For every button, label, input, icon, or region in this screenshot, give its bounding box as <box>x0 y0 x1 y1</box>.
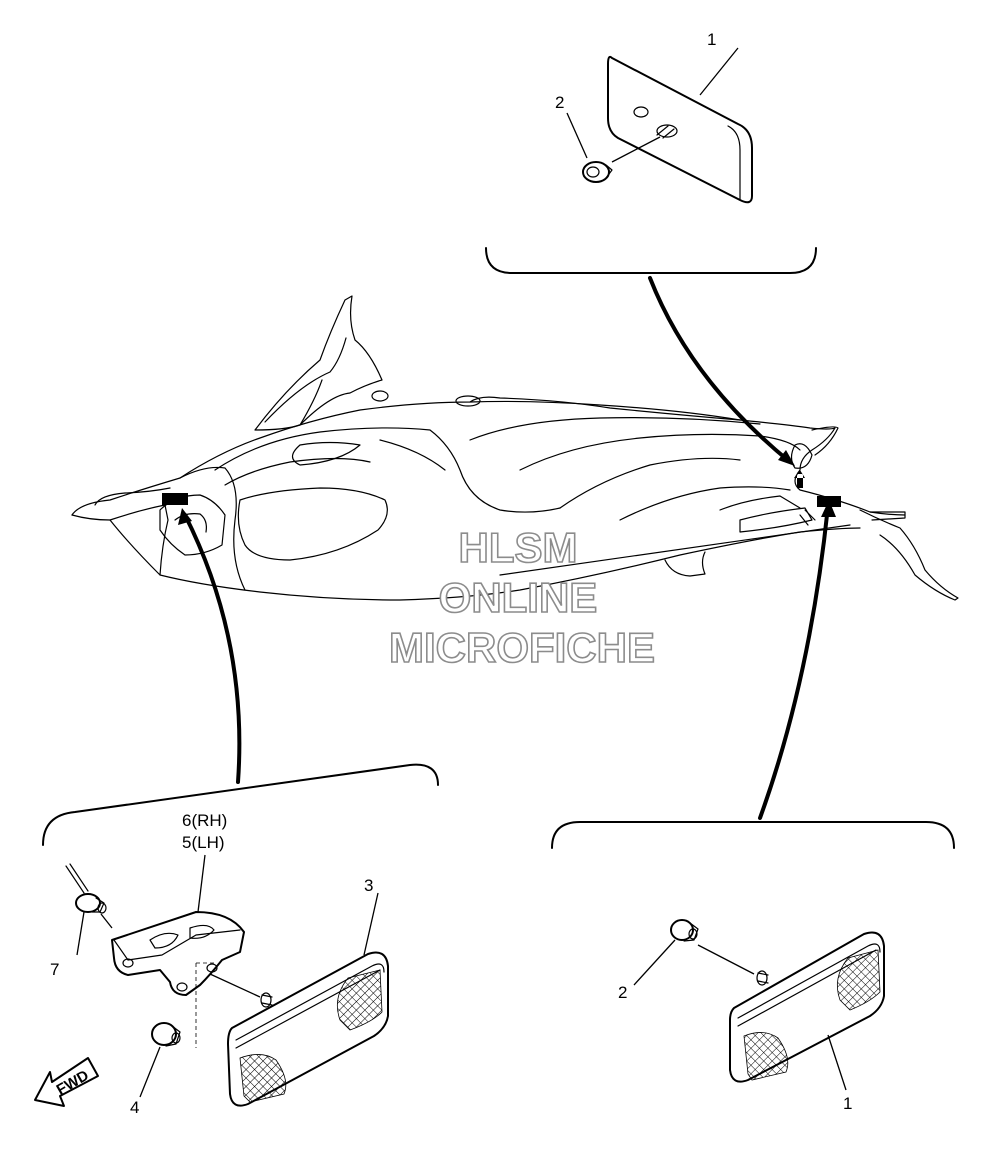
callout-top-1: 1 <box>707 30 716 49</box>
bracket <box>111 911 245 1048</box>
top-detail-group: 1 2 <box>485 30 817 274</box>
leader-right-1 <box>827 1034 847 1091</box>
callout-left-3: 3 <box>364 876 373 895</box>
left-flange-nut <box>151 1022 181 1047</box>
top-reflector <box>607 55 753 204</box>
callout-left-4: 4 <box>130 1098 139 1117</box>
leader-left-4 <box>139 1046 161 1098</box>
fwd-label: FWD <box>54 1067 92 1099</box>
left-reflector <box>227 951 389 1107</box>
right-detail-group: 2 1 <box>551 821 955 1113</box>
watermark-line3: MICROFICHE <box>389 624 655 671</box>
watermark-line2: ONLINE <box>439 574 598 621</box>
top-detail-bracket <box>485 247 817 274</box>
left-stud <box>209 973 273 1008</box>
right-stud <box>697 944 769 986</box>
leader-left-3 <box>363 892 379 956</box>
leader-rivet <box>76 911 85 956</box>
leader-bracket <box>197 854 206 913</box>
rivet <box>65 863 107 914</box>
fwd-arrow-icon: FWD <box>34 1057 99 1107</box>
leader-right-2 <box>633 939 676 986</box>
right-flange-nut <box>670 919 699 942</box>
right-reflector <box>729 931 885 1083</box>
top-flange-nut <box>582 161 613 183</box>
callout-bracket-rh: 6(RH) <box>182 811 227 830</box>
rear-reflector-mark <box>794 470 805 488</box>
callout-top-2: 2 <box>555 93 564 112</box>
watermark: HLSM ONLINE MICROFICHE <box>388 523 656 672</box>
front-reflector-mark <box>162 493 188 505</box>
snowmobile-body <box>71 295 959 601</box>
leader-top-1 <box>699 47 739 96</box>
leader-top-2 <box>566 112 588 159</box>
callout-right-2: 2 <box>618 983 627 1002</box>
callout-rivet: 7 <box>50 960 59 979</box>
watermark-line1: HLSM <box>459 524 578 571</box>
left-detail-group: 6(RH) 5(LH) 3 7 4 FWD <box>34 763 439 1117</box>
right-detail-bracket <box>551 821 955 849</box>
connector-arrows <box>178 276 836 820</box>
left-detail-bracket <box>42 763 439 846</box>
callout-bracket-lh: 5(LH) <box>182 833 225 852</box>
callout-right-1: 1 <box>843 1094 852 1113</box>
